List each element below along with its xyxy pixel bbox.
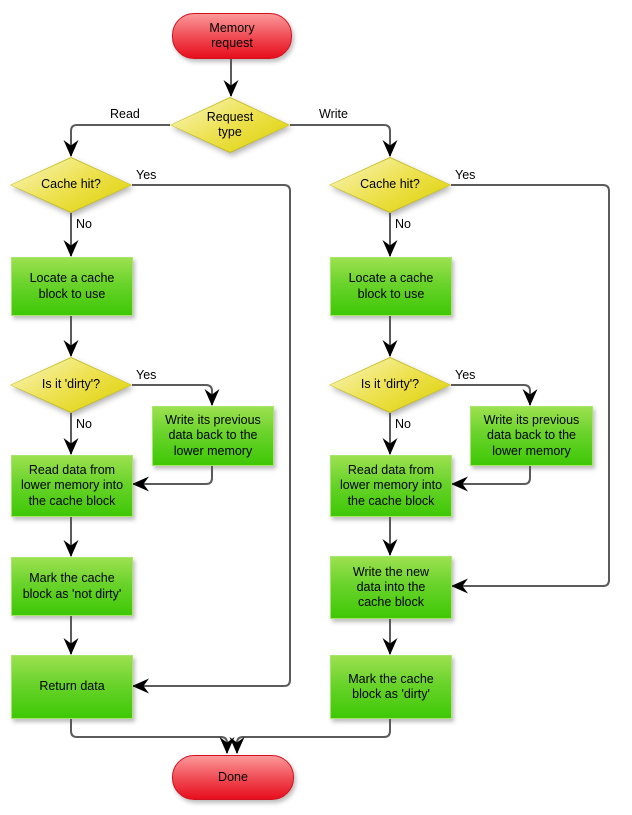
decision-cache-hit-write: Cache hit? — [329, 157, 451, 213]
edge-label-no: No — [76, 417, 92, 431]
edge-cache-hit-write-yes — [451, 184, 610, 594]
edge-label-no: No — [395, 217, 411, 231]
terminator-memory-request: Memory request — [172, 13, 292, 59]
node-label: Locate a cache block to use — [29, 271, 115, 301]
node-label: Read data from lower memory into the cac… — [339, 463, 443, 508]
edge-mark-dirty-to-done — [229, 717, 391, 754]
decision-cache-hit-read: Cache hit? — [10, 157, 132, 213]
edge-label-no: No — [395, 417, 411, 431]
node-label: Locate a cache block to use — [348, 271, 434, 301]
node-label: Done — [218, 769, 248, 784]
edge-request-type-read — [63, 124, 170, 157]
process-locate-block-write: Locate a cache block to use — [330, 257, 452, 316]
edge-return-to-done — [70, 717, 235, 754]
node-label: Cache hit? — [360, 177, 420, 192]
node-label: Mark the cache block as 'not dirty' — [22, 571, 122, 601]
node-label: Memory request — [209, 20, 255, 50]
edge-label-yes: Yes — [455, 168, 476, 182]
node-label: Mark the cache block as 'dirty' — [348, 671, 434, 701]
node-label: Is it 'dirty'? — [41, 377, 101, 392]
edge-label-yes: Yes — [455, 368, 476, 382]
edge-writeback-write-out — [451, 464, 531, 492]
node-label: Cache hit? — [41, 177, 101, 192]
edge-label-write: Write — [319, 107, 348, 121]
process-read-lower-write: Read data from lower memory into the cac… — [330, 455, 452, 517]
process-mark-not-dirty: Mark the cache block as 'not dirty' — [11, 557, 133, 616]
edge-dirty-read-yes — [132, 384, 220, 406]
edge-writeback-read-out — [132, 464, 213, 492]
decision-is-dirty-write: Is it 'dirty'? — [329, 357, 451, 413]
process-write-back-read: Write its previous data back to the lowe… — [152, 406, 274, 466]
process-return-data: Return data — [11, 655, 133, 719]
node-label: Return data — [39, 679, 105, 694]
edge-label-yes: Yes — [136, 168, 157, 182]
process-locate-block-read: Locate a cache block to use — [11, 257, 133, 316]
decision-is-dirty-read: Is it 'dirty'? — [10, 357, 132, 413]
edge-request-type-write — [290, 124, 398, 157]
edge-label-read: Read — [110, 107, 140, 121]
terminator-done: Done — [172, 755, 294, 800]
edge-cache-hit-read-yes — [132, 184, 291, 694]
node-label: Read data from lower memory into the cac… — [20, 463, 124, 508]
node-label: Request type — [206, 109, 254, 139]
edge-label-yes: Yes — [136, 368, 157, 382]
process-write-new-data: Write the new data into the cache block — [330, 556, 452, 619]
edge-label-no: No — [76, 217, 92, 231]
process-write-back-write: Write its previous data back to the lowe… — [470, 406, 593, 466]
edge-dirty-write-yes — [451, 384, 538, 406]
process-mark-dirty: Mark the cache block as 'dirty' — [330, 655, 452, 719]
node-label: Write the new data into the cache block — [352, 564, 430, 610]
node-label: Write its previous data back to the lowe… — [483, 413, 580, 458]
node-label: Is it 'dirty'? — [360, 377, 420, 392]
node-label: Write its previous data back to the lowe… — [165, 413, 261, 458]
decision-request-type: Request type — [170, 97, 290, 153]
process-read-lower-read: Read data from lower memory into the cac… — [11, 455, 133, 517]
